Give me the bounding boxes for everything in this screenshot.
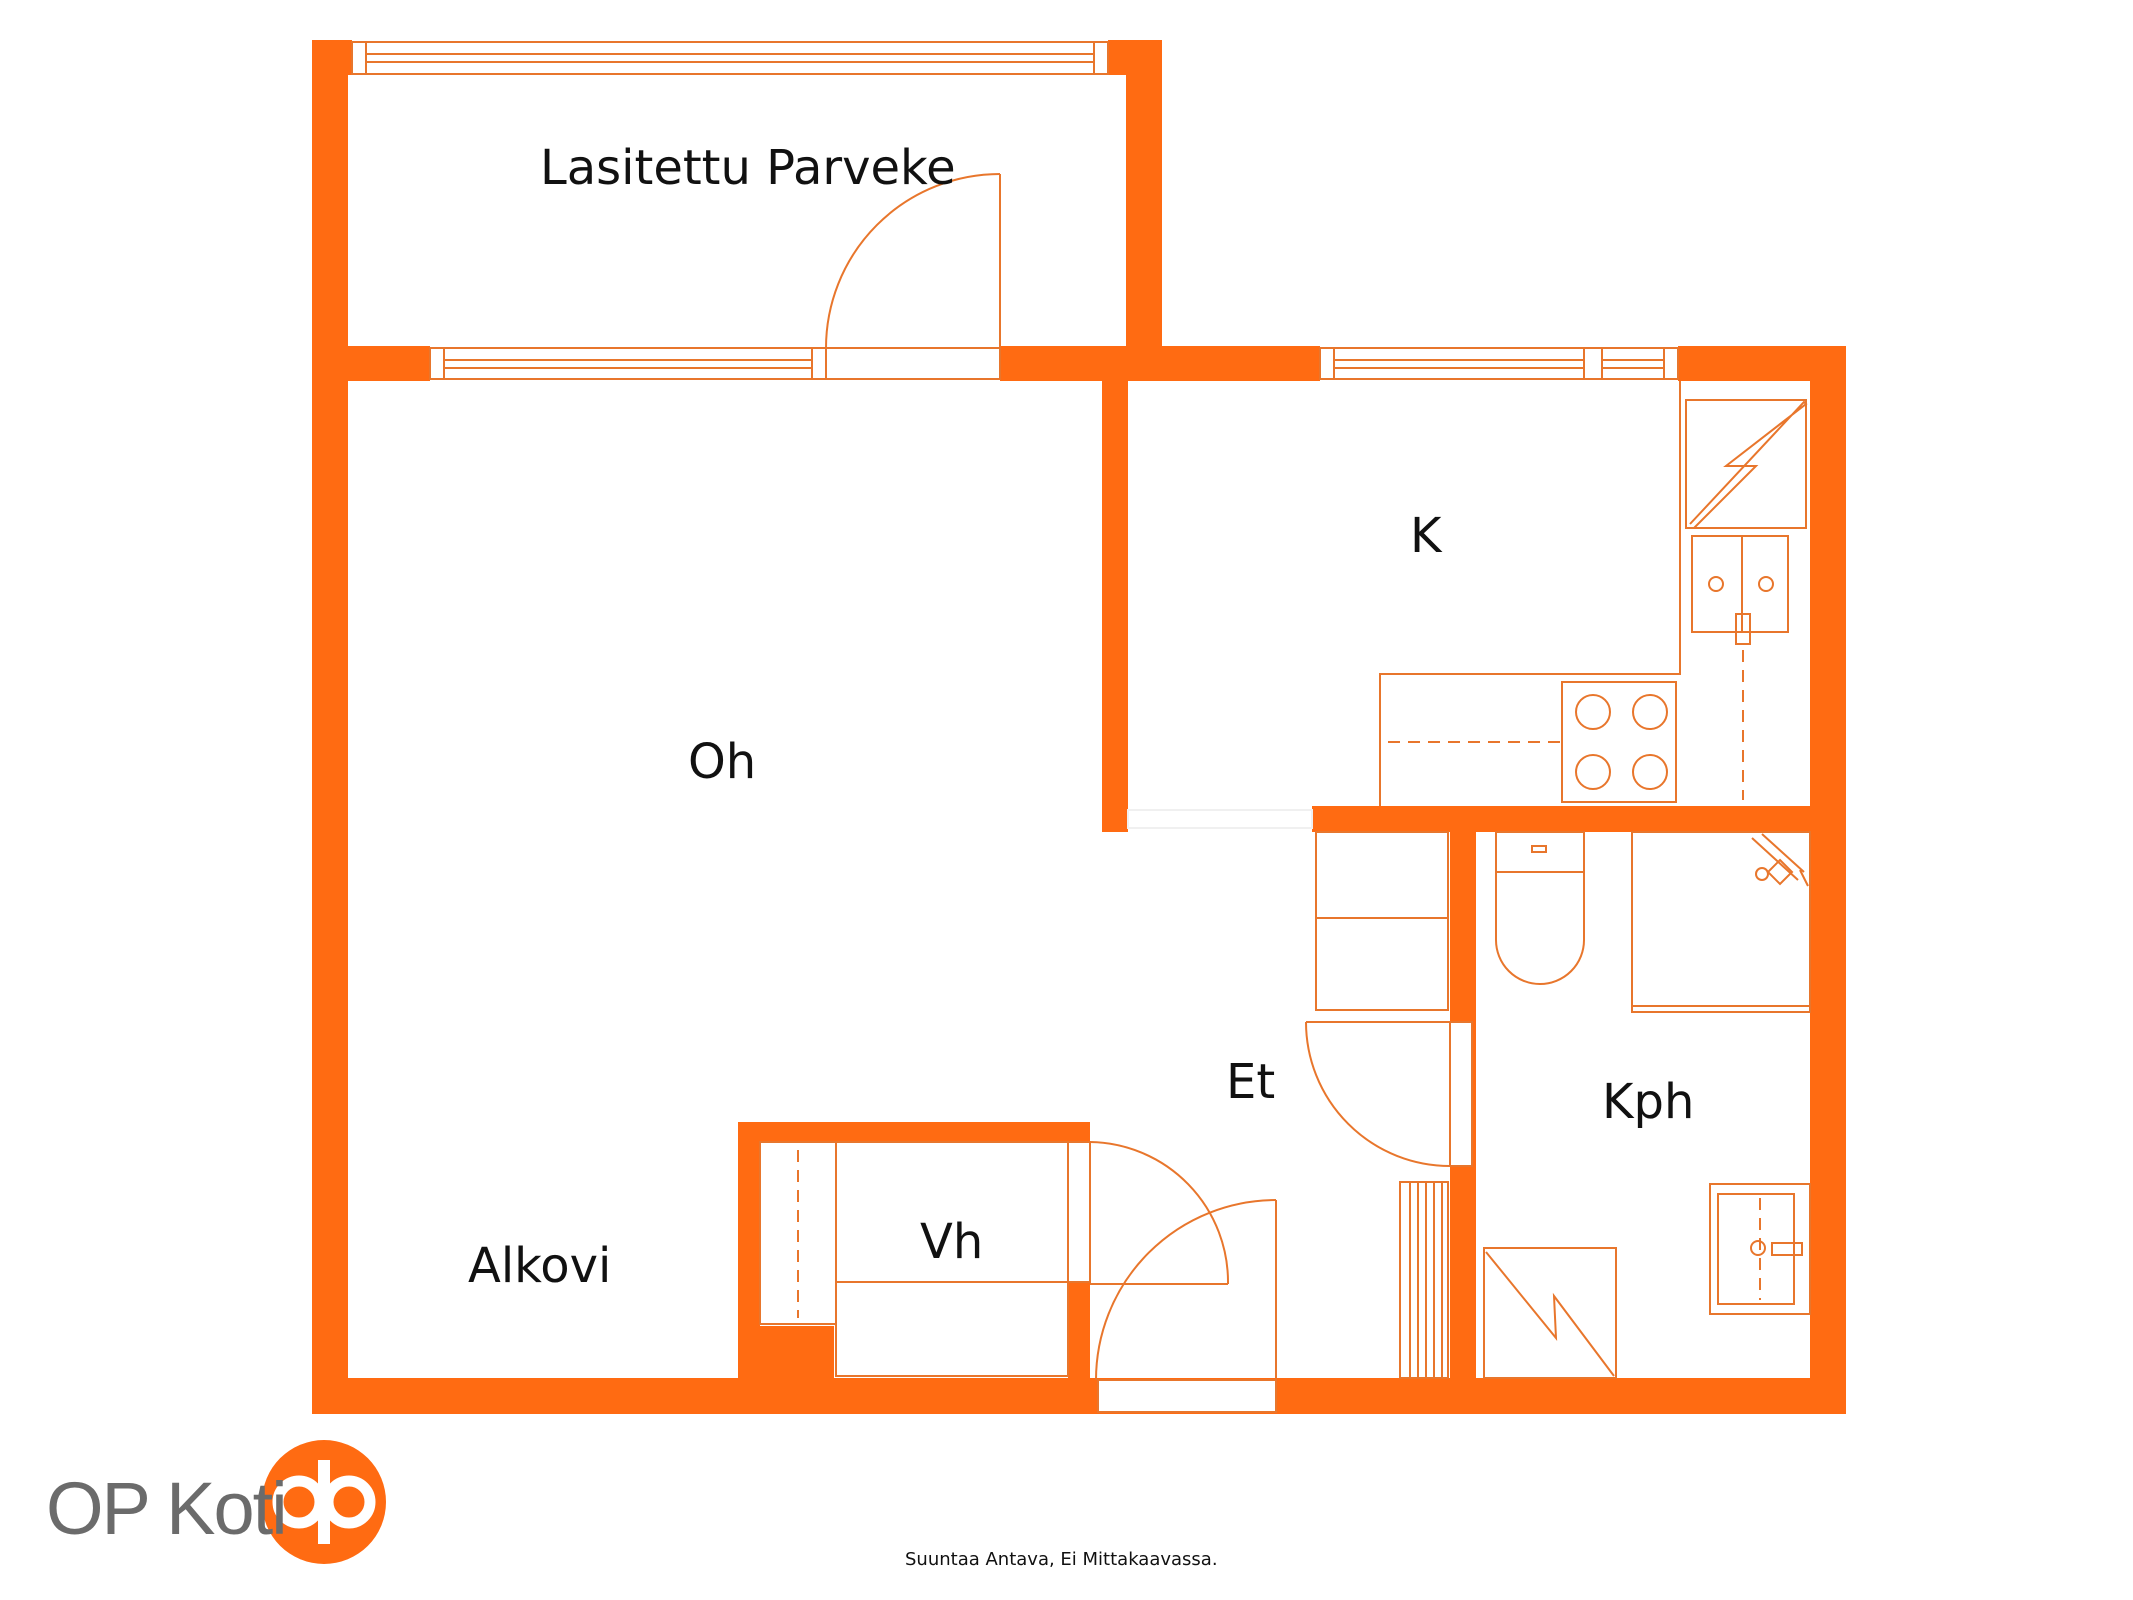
living-room-window: [429, 347, 827, 380]
fixtures: [759, 381, 1811, 1379]
washbasin-icon: [1709, 1183, 1811, 1315]
hall-shelf: [1315, 831, 1449, 1011]
windows: [351, 41, 1679, 380]
stove-icon: [1561, 681, 1677, 803]
room-label-hall: Et: [1226, 1054, 1276, 1110]
shower-area: [1631, 831, 1811, 1013]
walls: [312, 40, 1846, 1414]
room-label-living-room: Oh: [688, 734, 757, 790]
balcony-door: [825, 173, 1001, 380]
room-label-wardrobe: Vh: [920, 1214, 984, 1270]
room-label-alcove: Alkovi: [468, 1238, 612, 1294]
disclaimer-text: Suuntaa Antava, Ei Mittakaavassa.: [905, 1549, 1218, 1570]
kitchen-sink-icon: [1691, 535, 1789, 800]
wardrobe-door: [1067, 1141, 1230, 1285]
kitchen-opening: [1127, 809, 1313, 829]
balcony-glazing: [351, 41, 1109, 75]
room-label-bathroom: Kph: [1602, 1074, 1695, 1130]
wardrobe-shelves: [759, 1141, 1069, 1377]
shower-head-icon: [1751, 833, 1809, 887]
doors: [825, 173, 1473, 1413]
radiator-icon: [1399, 1181, 1449, 1379]
washing-machine-icon: [1483, 1247, 1617, 1379]
kitchen-window: [1319, 347, 1679, 380]
room-label-balcony: Lasitettu Parveke: [540, 140, 956, 196]
hall-closet-door: [1305, 1021, 1473, 1167]
toilet-icon: [1495, 831, 1585, 985]
entrance-door: [1095, 1199, 1277, 1413]
room-label-kitchen: K: [1410, 508, 1442, 564]
logo-text: OP Koti: [46, 1467, 288, 1550]
op-logo-icon: [262, 1440, 386, 1564]
kitchen-counter: [1379, 381, 1681, 806]
fridge-icon: [1685, 399, 1808, 529]
